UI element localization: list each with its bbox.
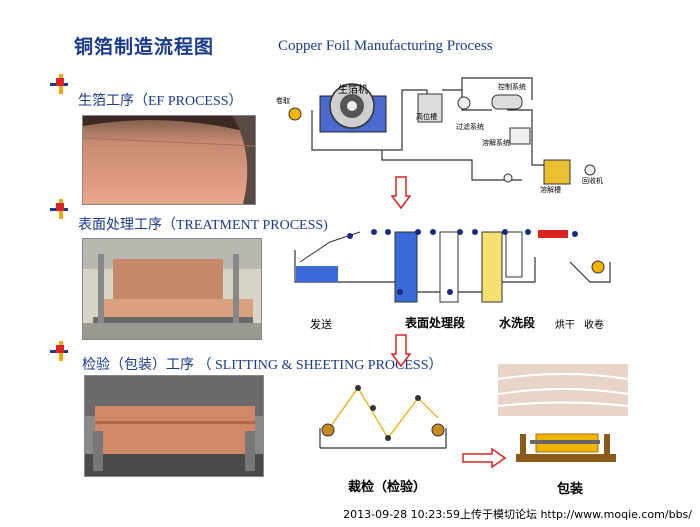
wash-label: 水洗段 [499, 316, 536, 330]
page-title-cn: 铜箔制造流程图 [74, 36, 215, 58]
ef-machine-label: 生箔机 [338, 85, 368, 96]
rewind-label: 收卷 [584, 320, 604, 331]
solution-label: 溶解系统 [482, 139, 510, 147]
page-title-en: Copper Foil Manufacturing Process [278, 38, 493, 54]
treatment-process-diagram [294, 229, 611, 303]
pump-label: 回收机 [582, 177, 603, 185]
ef-process-photo [82, 115, 256, 205]
slitting-label: 裁检（检验） [348, 480, 427, 495]
filter-label: 过滤系统 [456, 123, 484, 131]
section-slitting-label: 检验（包装）工序 （ SLITTING & SHEETING PROCESS） [82, 358, 443, 373]
dry-label: 烘干 [555, 320, 575, 331]
packing-photo [498, 364, 628, 416]
footer-watermark: 2013-09-28 10:23:59上传于模切论坛 http://www.mo… [341, 505, 694, 523]
right-arrow-icon [462, 448, 506, 468]
slitting-diagram [319, 385, 447, 449]
slitting-process-photo [84, 375, 264, 477]
tank-label: 高位槽 [416, 113, 437, 121]
bullet-icon [50, 74, 68, 94]
bullet-icon [50, 199, 68, 219]
section-ef-label: 生箔工序（EF PROCESS） [78, 94, 243, 109]
treatment-process-photo [82, 238, 262, 340]
dissolve-tank-label: 溶解槽 [540, 186, 561, 194]
ef-process-diagram [288, 77, 596, 185]
surface-treatment-label: 表面处理段 [405, 316, 466, 330]
packing-crate [516, 433, 616, 462]
unwind-label: 发送 [310, 318, 332, 331]
down-arrow-icon [391, 334, 411, 368]
section-treatment-label: 表面处理工序（TREATMENT PROCESS) [78, 218, 328, 233]
winder-label: 卷取 [276, 97, 290, 105]
bullet-icon [50, 341, 68, 361]
packing-label: 包装 [557, 482, 584, 497]
control-label: 控制系统 [498, 83, 526, 91]
down-arrow-icon [391, 176, 411, 210]
